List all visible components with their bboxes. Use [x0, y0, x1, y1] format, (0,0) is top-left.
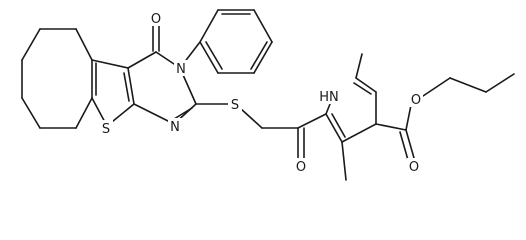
- atom-label-oxygen: O: [296, 160, 306, 175]
- bond: [325, 113, 343, 143]
- bond: [127, 67, 135, 105]
- atom-labels: O N S N S O HN O O: [99, 10, 423, 175]
- bond: [419, 77, 451, 99]
- bond: [205, 41, 223, 70]
- bond: [331, 113, 346, 138]
- bond: [353, 82, 372, 95]
- bond: [325, 103, 331, 115]
- atom-label-oxygen: O: [409, 160, 419, 175]
- bond: [239, 107, 263, 129]
- bond: [75, 97, 93, 129]
- atom-label-sulfur: S: [102, 122, 110, 137]
- atom-label-oxygen: O: [151, 12, 161, 27]
- bond: [133, 103, 175, 125]
- bond: [199, 41, 219, 74]
- bond: [375, 123, 407, 131]
- bond: [75, 28, 93, 61]
- bond: [21, 97, 41, 129]
- bond: [297, 113, 327, 129]
- bond: [127, 51, 157, 69]
- atom-label-nitrogen: N: [170, 120, 180, 135]
- bonds: [21, 9, 515, 181]
- bond: [485, 73, 515, 93]
- bond: [91, 59, 129, 69]
- atom-label-sulfur: S: [231, 98, 239, 113]
- bond: [123, 72, 130, 102]
- bond: [250, 41, 268, 70]
- bond: [253, 41, 273, 74]
- molecule-diagram: O N S N S O HN O O: [21, 9, 515, 181]
- bond: [21, 28, 41, 61]
- atom-label-nh: HN: [319, 90, 339, 105]
- bond: [253, 9, 273, 43]
- atom-label-nitrogen: N: [176, 62, 186, 77]
- bond: [341, 123, 377, 143]
- atom-label-oxygen: O: [411, 93, 421, 108]
- bond: [399, 131, 409, 161]
- bond: [199, 9, 219, 43]
- bond: [405, 129, 415, 159]
- bond: [173, 107, 193, 120]
- bond: [341, 141, 347, 181]
- bond: [355, 77, 377, 93]
- bond: [355, 53, 363, 79]
- bond: [449, 77, 487, 93]
